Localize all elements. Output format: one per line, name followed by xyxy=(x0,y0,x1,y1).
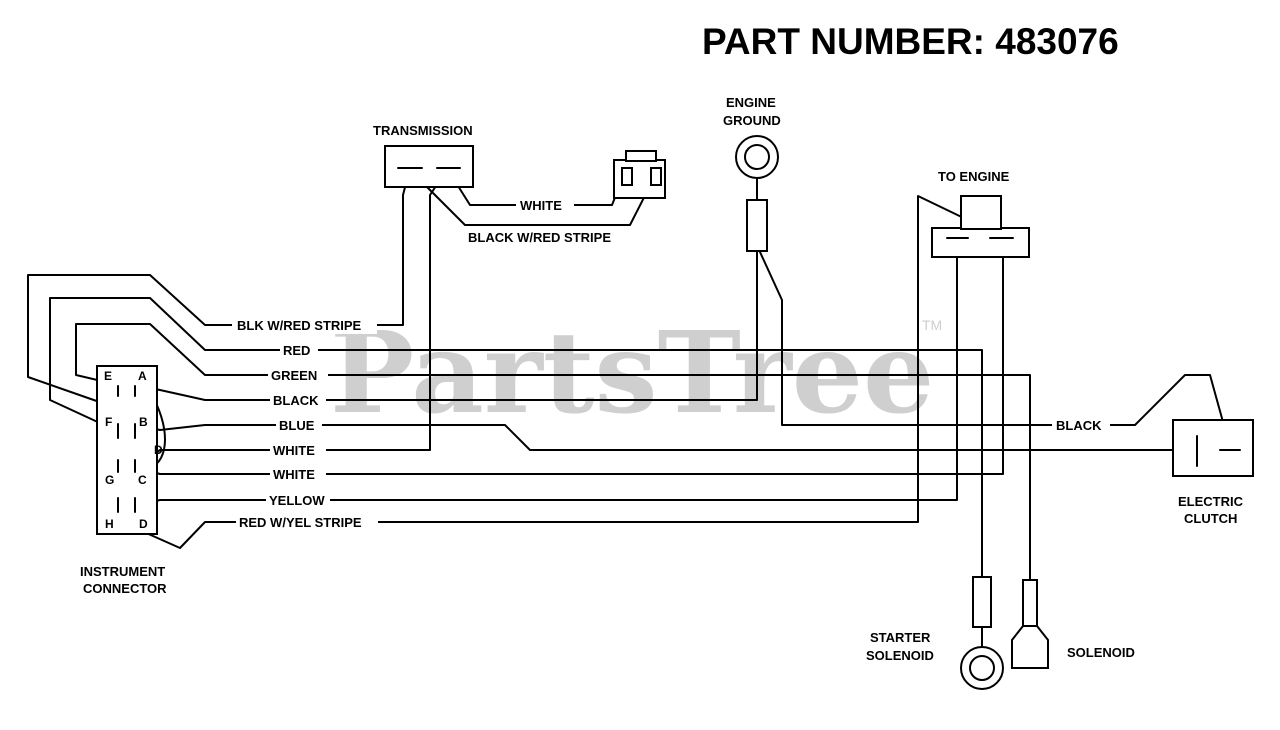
wire-engine-ground-black xyxy=(759,251,1229,441)
pin-d-loop: D xyxy=(154,443,163,457)
pin-f: F xyxy=(105,415,112,429)
solenoid-label: SOLENOID xyxy=(1067,645,1135,660)
transmission-label: TRANSMISSION xyxy=(373,123,473,138)
part-number-title: PART NUMBER: 483076 xyxy=(702,21,1119,62)
wire-green xyxy=(75,323,1031,581)
wire-label-white-1: WHITE xyxy=(273,443,315,458)
wire-label-yellow: YELLOW xyxy=(269,493,325,508)
pin-c: C xyxy=(138,473,147,487)
wire-label-black: BLACK xyxy=(273,393,319,408)
instrument-connector-label-line1: INSTRUMENT xyxy=(80,564,165,579)
solenoid-terminal xyxy=(1011,579,1049,669)
wire-label-red: RED xyxy=(283,343,310,358)
watermark: PartsTree xyxy=(330,308,934,439)
transmission-connector xyxy=(384,145,474,188)
starter-solenoid-label-line1: STARTER xyxy=(870,630,931,645)
pin-a: A xyxy=(138,369,147,383)
electric-clutch-label-line1: ELECTRIC xyxy=(1178,494,1244,509)
pin-e: E xyxy=(104,369,112,383)
engine-ground-label-line2: GROUND xyxy=(723,113,781,128)
wire-paths xyxy=(27,167,1229,581)
electric-clutch-label-line2: CLUTCH xyxy=(1184,511,1237,526)
starter-solenoid-label-line2: SOLENOID xyxy=(866,648,934,663)
wire-red xyxy=(49,297,983,579)
transmission-plug xyxy=(613,150,666,199)
engine-ground-label-line1: ENGINE xyxy=(726,95,776,110)
wire-label-white-2: WHITE xyxy=(273,467,315,482)
starter-solenoid-terminal xyxy=(960,576,1004,690)
wire-label-white-top: WHITE xyxy=(520,198,562,213)
watermark-tm: TM xyxy=(922,317,942,333)
wire-label-black-clutch: BLACK xyxy=(1056,418,1102,433)
electric-clutch xyxy=(1172,419,1254,477)
wire-label-blk-red: BLK W/RED STRIPE xyxy=(237,318,362,333)
pin-b: B xyxy=(139,415,148,429)
engine-ground-terminal xyxy=(735,135,779,252)
wire-label-blue: BLUE xyxy=(279,418,315,433)
instrument-connector-label-line2: CONNECTOR xyxy=(83,581,167,596)
pin-g: G xyxy=(105,473,114,487)
wire-blk-red-stripe xyxy=(27,167,411,406)
label-backgrounds xyxy=(232,196,1110,531)
pin-d: D xyxy=(139,517,148,531)
pin-h: H xyxy=(105,517,114,531)
wire-label-red-yel: RED W/YEL STRIPE xyxy=(239,515,362,530)
wire-label-black-red-top: BLACK W/RED STRIPE xyxy=(468,230,611,245)
wire-label-green: GREEN xyxy=(271,368,317,383)
to-engine-connector xyxy=(931,195,1030,258)
to-engine-label: TO ENGINE xyxy=(938,169,1010,184)
instrument-connector xyxy=(96,365,158,535)
